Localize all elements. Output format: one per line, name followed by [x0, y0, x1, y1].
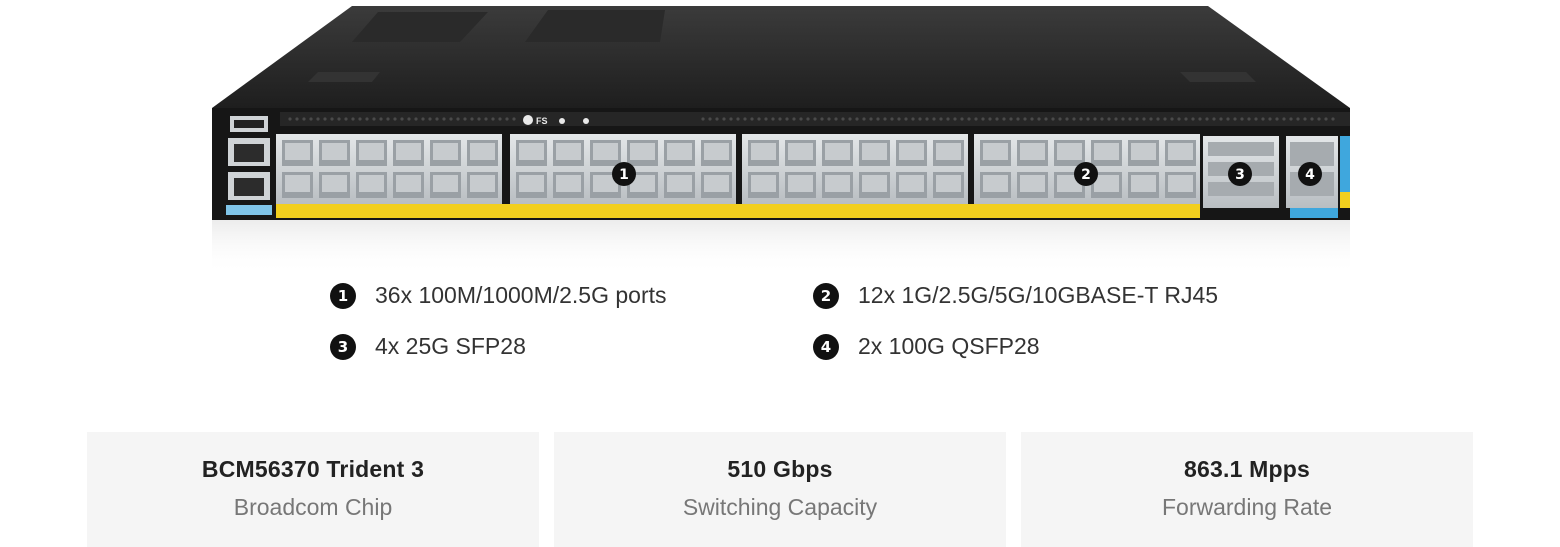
switch-reflection	[212, 220, 1350, 275]
svg-text:2: 2	[1081, 167, 1091, 183]
feature-text: 12x 1G/2.5G/5G/10GBASE-T RJ45	[858, 282, 1219, 308]
number-badge: 4	[813, 333, 839, 360]
spec-label: Switching Capacity	[682, 494, 878, 520]
feature-item-3: 3 4x 25G SFP28	[330, 333, 526, 360]
spec-value: BCM56370 Trident 3	[201, 456, 425, 482]
spec-value: 863.1 Mpps	[1184, 456, 1310, 482]
feature-item-2: 2 12x 1G/2.5G/5G/10GBASE-T RJ45	[813, 282, 1218, 309]
device-callout-4: 4	[1298, 162, 1322, 186]
device-callout-1: 1	[612, 162, 636, 186]
brand-mark: FS	[536, 116, 548, 126]
feature-item-4: 4 2x 100G QSFP28	[813, 333, 1040, 360]
svg-text:3: 3	[1235, 167, 1245, 183]
svg-text:4: 4	[1305, 167, 1315, 183]
spec-card-switching-capacity: 510 Gbps Switching Capacity	[554, 432, 1006, 547]
spec-value: 510 Gbps	[727, 456, 833, 482]
spec-card-forwarding-rate: 863.1 Mpps Forwarding Rate	[1021, 432, 1473, 547]
number-badge: 1	[330, 282, 356, 309]
feature-text: 36x 100M/1000M/2.5G ports	[375, 282, 667, 308]
svg-text:1: 1	[619, 167, 629, 183]
feature-text: 2x 100G QSFP28	[858, 333, 1040, 359]
device-callout-3: 3	[1228, 162, 1252, 186]
number-badge: 3	[330, 333, 356, 360]
rj45-port-block	[742, 134, 968, 204]
switch-top-cover	[212, 6, 1350, 108]
network-switch-image: FS 1 2 3 4	[212, 6, 1350, 275]
number-badge: 2	[813, 282, 839, 309]
port-label-strip	[276, 204, 1200, 218]
spec-label: Broadcom Chip	[233, 494, 393, 520]
rj45-port-block	[276, 134, 502, 204]
device-callout-2: 2	[1074, 162, 1098, 186]
spec-card-chip: BCM56370 Trident 3 Broadcom Chip	[87, 432, 539, 547]
feature-text: 4x 25G SFP28	[375, 333, 526, 359]
feature-item-1: 1 36x 100M/1000M/2.5G ports	[330, 282, 667, 309]
spec-label: Forwarding Rate	[1161, 494, 1333, 520]
